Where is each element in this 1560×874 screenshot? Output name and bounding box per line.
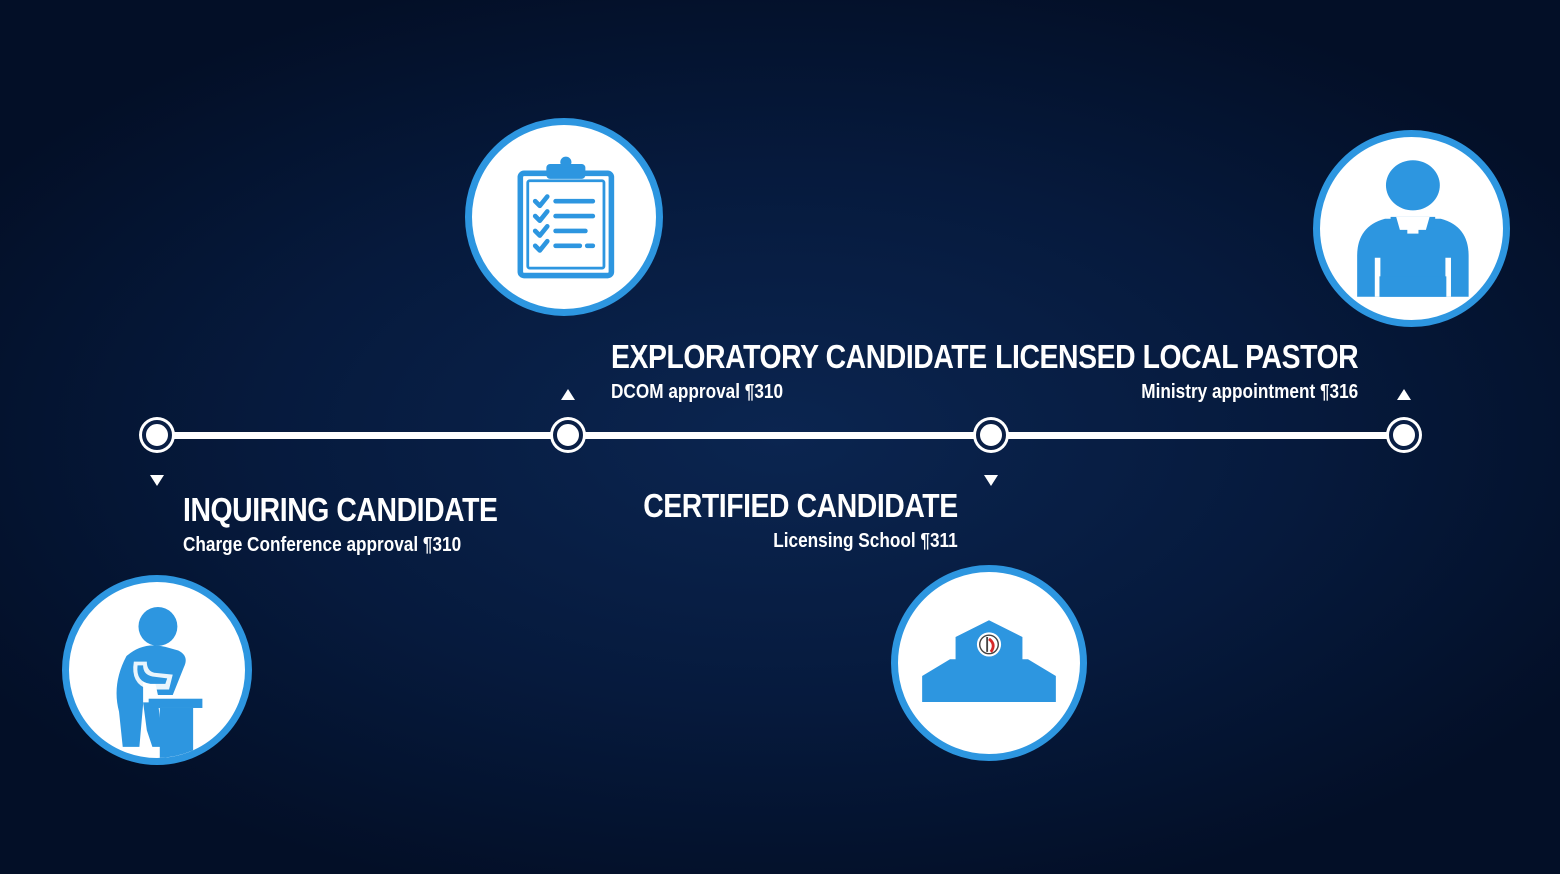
stage-label-certified: CERTIFIED CANDIDATE Licensing School ¶31… bbox=[592, 487, 958, 553]
stage-label-licensed: LICENSED LOCAL PASTOR Ministry appointme… bbox=[936, 338, 1359, 404]
timeline-node-licensed bbox=[1389, 420, 1419, 450]
praying-person-icon bbox=[62, 575, 252, 765]
stage-subtitle: Ministry appointment ¶316 bbox=[1141, 381, 1358, 404]
school-building-icon bbox=[891, 565, 1087, 761]
clipboard-checklist-icon bbox=[465, 118, 663, 316]
stage-title: INQUIRING CANDIDATE bbox=[183, 491, 498, 528]
timeline-node-inquiring bbox=[142, 420, 172, 450]
stage-subtitle: Licensing School ¶311 bbox=[773, 530, 958, 553]
arrow-up-icon bbox=[1397, 389, 1411, 400]
stage-subtitle: DCOM approval ¶310 bbox=[611, 381, 784, 404]
stage-title: CERTIFIED CANDIDATE bbox=[643, 487, 958, 524]
timeline-node-exploratory bbox=[553, 420, 583, 450]
arrow-down-icon bbox=[984, 475, 998, 486]
stage-subtitle: Charge Conference approval ¶310 bbox=[183, 534, 462, 557]
timeline-line bbox=[157, 432, 1404, 439]
stage-label-exploratory: EXPLORATORY CANDIDATE DCOM approval ¶310 bbox=[611, 338, 1048, 404]
arrow-up-icon bbox=[561, 389, 575, 400]
stage-title: EXPLORATORY CANDIDATE bbox=[611, 338, 987, 375]
stage-title: LICENSED LOCAL PASTOR bbox=[994, 338, 1359, 375]
arrow-down-icon bbox=[150, 475, 164, 486]
stage-label-inquiring: INQUIRING CANDIDATE Charge Conference ap… bbox=[183, 491, 549, 557]
timeline-node-certified bbox=[976, 420, 1006, 450]
pastor-collar-icon bbox=[1313, 130, 1510, 327]
